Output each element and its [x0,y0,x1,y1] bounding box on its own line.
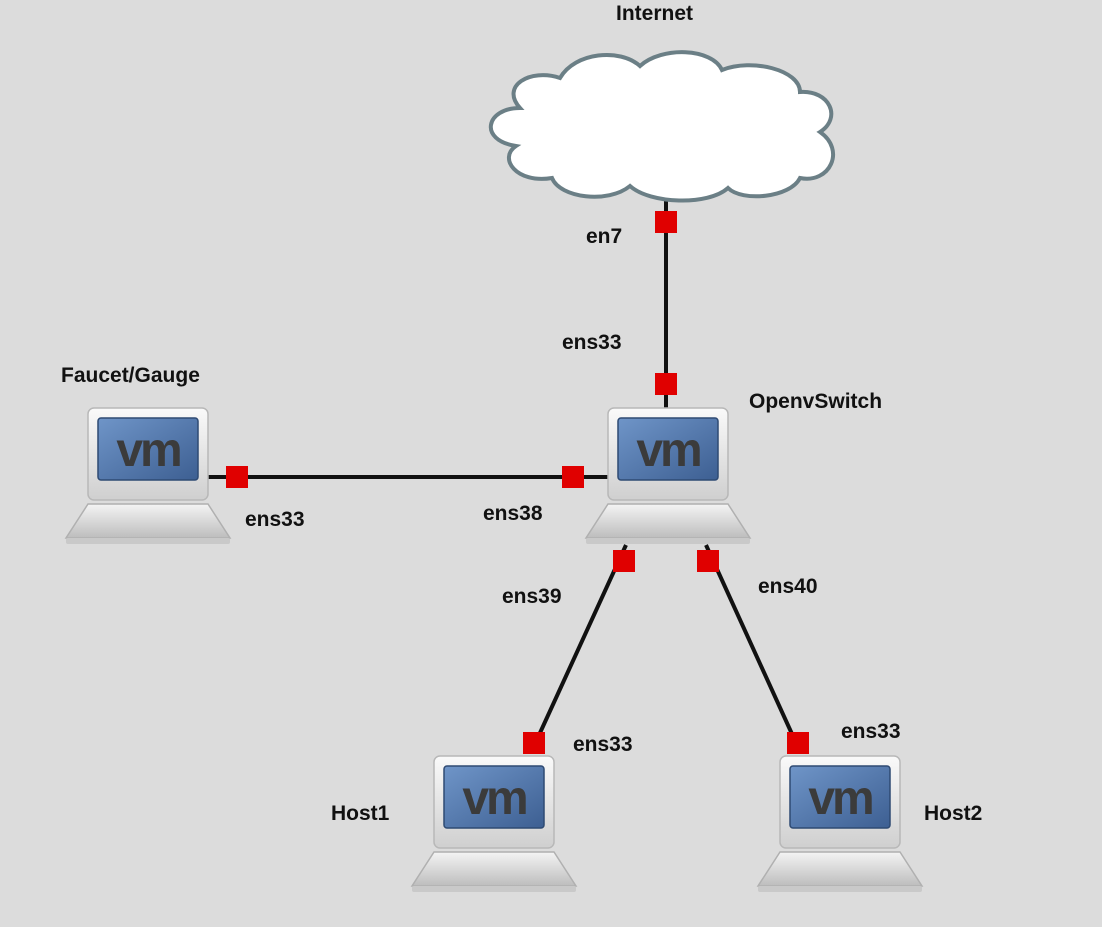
internet-label: Internet [616,2,694,25]
port-label-en7: en7 [586,225,623,248]
port-ovs-ens38[interactable] [562,466,584,488]
vm-computer-icon [757,755,923,893]
host2-label: Host2 [924,802,983,825]
port-label-host2-ens33: ens33 [841,720,901,743]
ports [226,211,809,754]
vm-computer-icon [411,755,577,893]
host2-node[interactable] [757,755,923,893]
openvswitch-node[interactable] [585,407,751,545]
port-ovs-ens40[interactable] [697,550,719,572]
port-host1-ens33[interactable] [523,732,545,754]
vm-computer-icon [585,407,751,545]
port-ovs-ens39[interactable] [613,550,635,572]
internet-cloud-icon[interactable] [488,50,835,203]
link-ovs-host1 [532,544,628,747]
port-internet-en7[interactable] [655,211,677,233]
port-ovs-ens33[interactable] [655,373,677,395]
vm-computer-icon [65,407,231,545]
port-label-faucet-ens33: ens33 [245,508,305,531]
faucet-label: Faucet/Gauge [61,364,200,387]
faucet-node[interactable] [65,407,231,545]
host1-label: Host1 [331,802,390,825]
port-label-ens40: ens40 [758,575,818,598]
openvswitch-label: OpenvSwitch [749,390,883,413]
port-host2-ens33[interactable] [787,732,809,754]
port-faucet-ens33[interactable] [226,466,248,488]
port-label-ovs-ens33: ens33 [562,331,622,354]
host1-node[interactable] [411,755,577,893]
port-label-host1-ens33: ens33 [573,733,633,756]
port-label-ens39: ens39 [502,585,562,608]
link-ovs-host2 [704,544,799,746]
port-label-ens38: ens38 [483,502,543,525]
